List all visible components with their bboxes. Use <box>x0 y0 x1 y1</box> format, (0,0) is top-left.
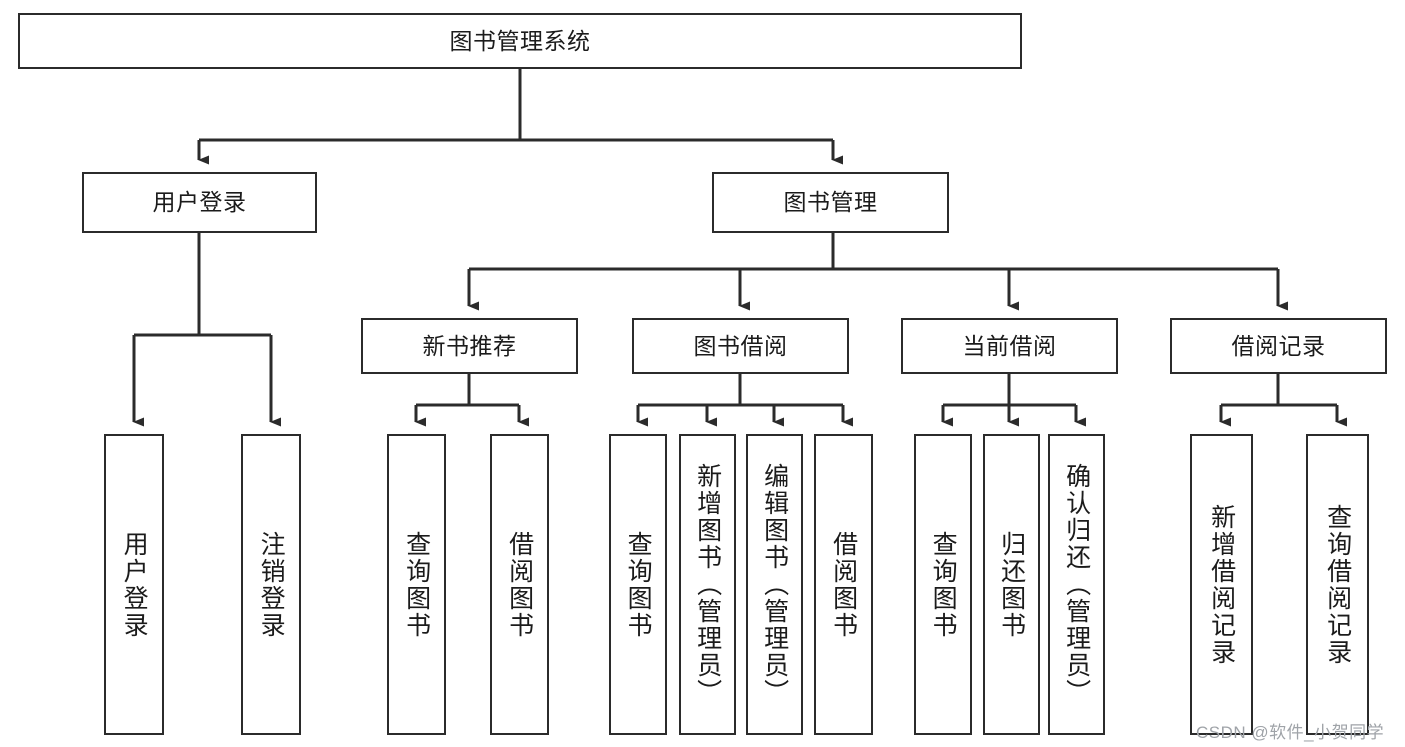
node-user-login[interactable]: 用户登录 <box>82 172 317 233</box>
edge-book-borrow-to-leaves <box>636 374 853 427</box>
leaf-user-logout[interactable]: 注销登录 <box>241 434 301 735</box>
node-label: 注销登录 <box>257 530 286 639</box>
node-label: 图书借阅 <box>693 332 788 359</box>
node-label: 图书管理系统 <box>449 27 591 54</box>
node-new-book-recommend[interactable]: 新书推荐 <box>361 318 578 374</box>
node-label: 查询图书 <box>402 530 431 639</box>
leaf-current-confirm-return-admin[interactable]: 确认归还（管理员） <box>1048 434 1105 735</box>
leaf-record-query-record[interactable]: 查询借阅记录 <box>1306 434 1369 735</box>
leaf-borrow-add-book-admin[interactable]: 新增图书（管理员） <box>679 434 736 735</box>
edge-new-book-to-leaves <box>414 374 529 427</box>
edge-current-borrow-to-leaves <box>941 374 1086 427</box>
edge-book-manage-to-level2 <box>467 233 1288 311</box>
node-label: 当前借阅 <box>962 332 1057 359</box>
node-label: 新书推荐 <box>422 332 517 359</box>
leaf-recommend-borrow-book[interactable]: 借阅图书 <box>490 434 549 735</box>
node-label: 新增图书（管理员） <box>693 463 722 706</box>
node-label: 图书管理 <box>783 189 878 216</box>
node-label: 用户登录 <box>120 530 149 639</box>
node-label: 归还图书 <box>997 530 1026 639</box>
csdn-watermark: CSDN @软件_小贺同学 <box>1196 723 1385 742</box>
node-label: 借阅记录 <box>1231 332 1326 359</box>
node-label: 借阅图书 <box>829 530 858 639</box>
node-current-borrow[interactable]: 当前借阅 <box>901 318 1118 374</box>
node-label: 用户登录 <box>152 189 247 216</box>
node-label: 编辑图书（管理员） <box>760 463 789 706</box>
edge-user-login-to-leaves <box>132 233 281 427</box>
leaf-borrow-borrow-book[interactable]: 借阅图书 <box>814 434 873 735</box>
leaf-user-login[interactable]: 用户登录 <box>104 434 164 735</box>
node-book-borrow[interactable]: 图书借阅 <box>632 318 849 374</box>
leaf-record-add-record[interactable]: 新增借阅记录 <box>1190 434 1253 735</box>
node-label: 借阅图书 <box>505 530 534 639</box>
node-label: 新增借阅记录 <box>1207 503 1236 666</box>
edge-root-to-level1 <box>197 69 843 165</box>
leaf-borrow-edit-book-admin[interactable]: 编辑图书（管理员） <box>746 434 803 735</box>
leaf-recommend-query-book[interactable]: 查询图书 <box>387 434 446 735</box>
node-label: 查询图书 <box>624 530 653 639</box>
leaf-current-query-book[interactable]: 查询图书 <box>914 434 972 735</box>
node-borrow-record[interactable]: 借阅记录 <box>1170 318 1387 374</box>
node-root-system[interactable]: 图书管理系统 <box>18 13 1022 69</box>
node-label: 确认归还（管理员） <box>1062 463 1091 706</box>
leaf-current-return-book[interactable]: 归还图书 <box>983 434 1040 735</box>
node-book-management[interactable]: 图书管理 <box>712 172 949 233</box>
edge-borrow-record-to-leaves <box>1219 374 1347 427</box>
node-label: 查询借阅记录 <box>1323 503 1352 666</box>
node-label: 查询图书 <box>929 530 958 639</box>
leaf-borrow-query-book[interactable]: 查询图书 <box>609 434 667 735</box>
